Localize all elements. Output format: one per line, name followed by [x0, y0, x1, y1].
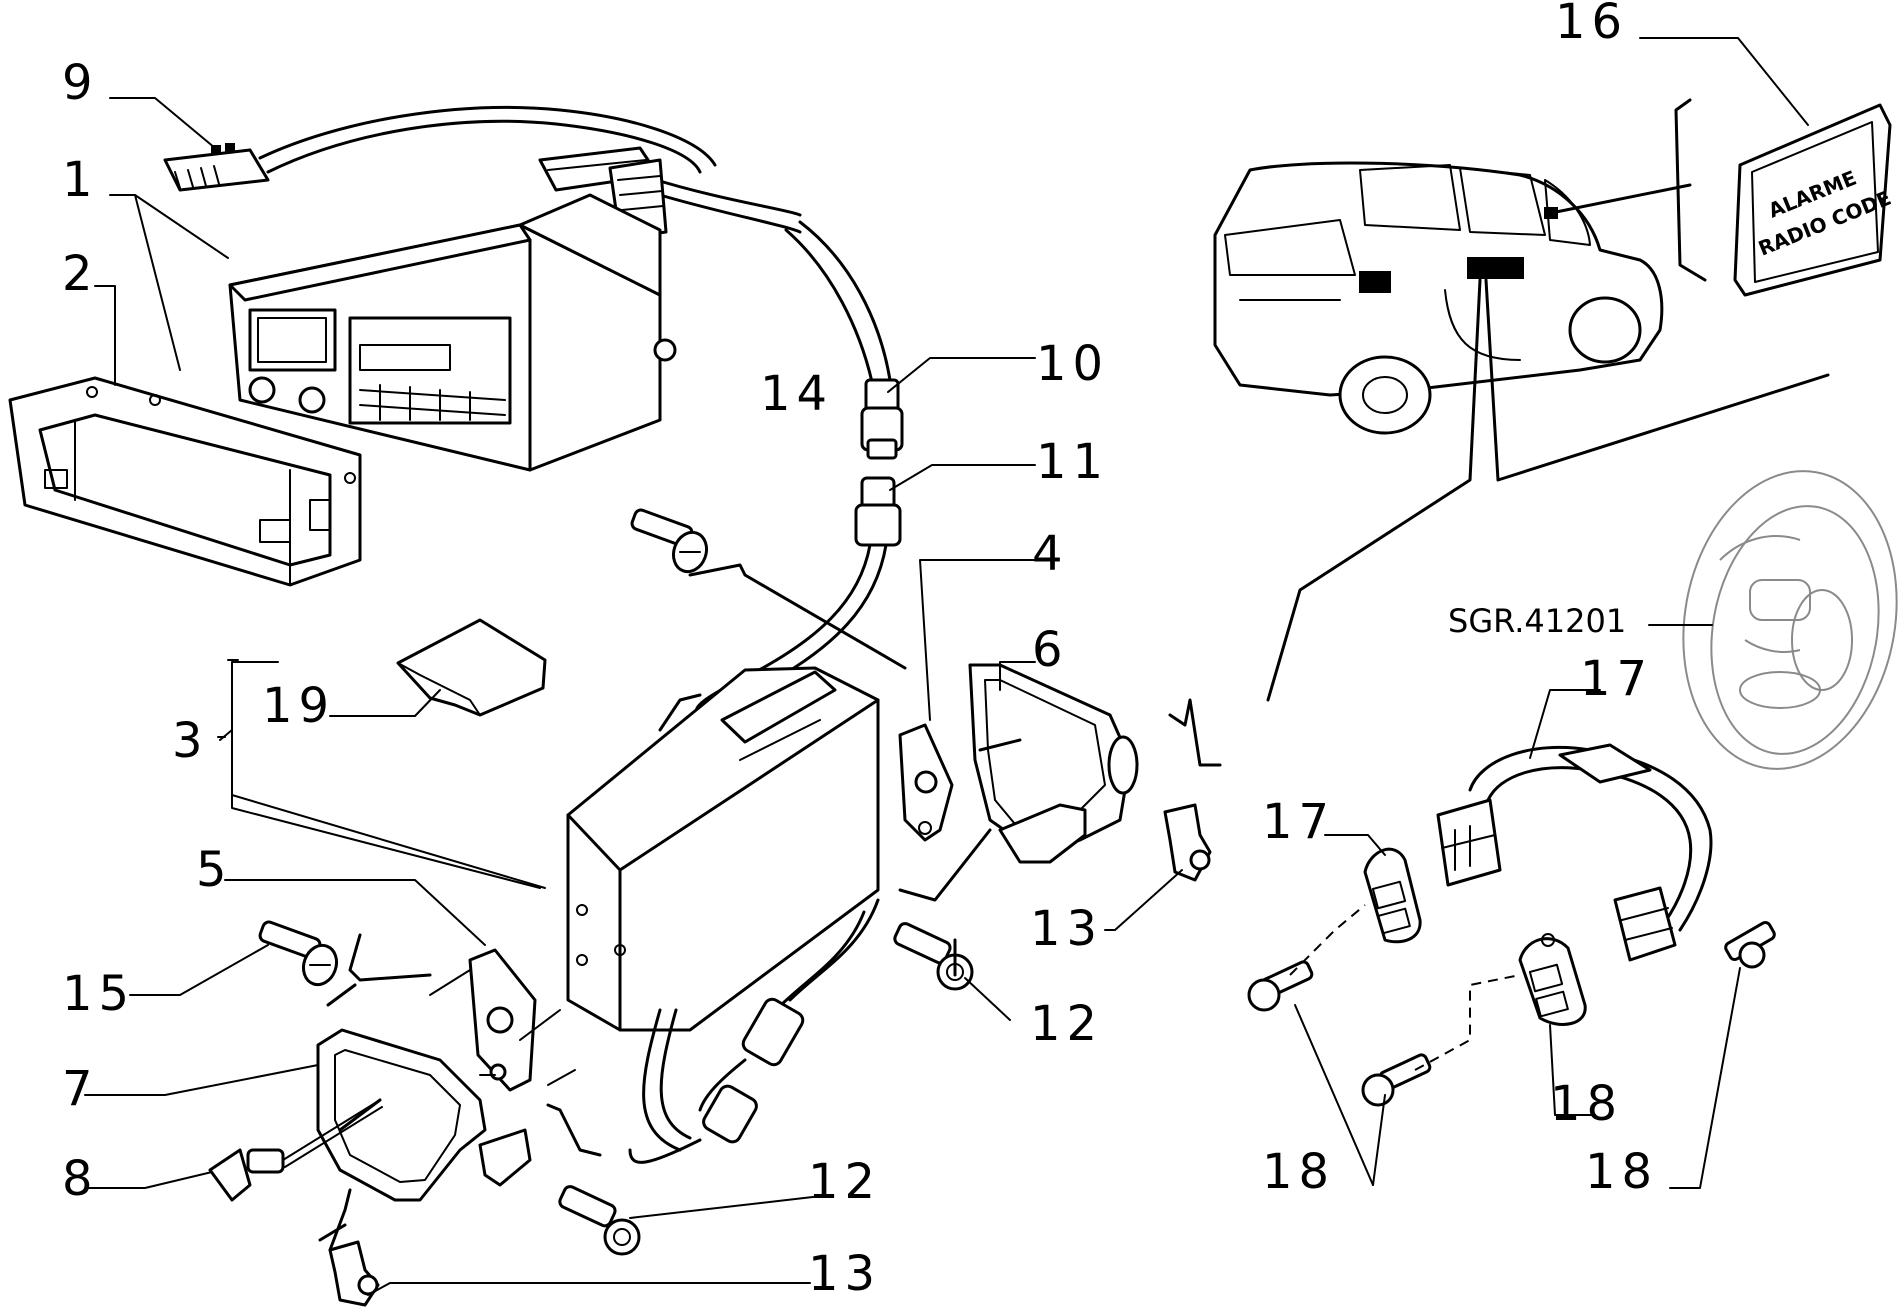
part-12-screw-bottom [558, 1185, 641, 1256]
callout-9: 9 [62, 55, 99, 111]
module-cable-connectors [628, 997, 805, 1164]
part-10-antenna-plug [860, 378, 904, 460]
callout-11: 11 [1036, 434, 1109, 490]
callout-17-upper: 17 [1262, 794, 1335, 850]
callout-3: 3 [172, 713, 209, 769]
callout-8: 8 [62, 1151, 99, 1207]
part-14-screw-top [630, 508, 709, 574]
callout-2: 2 [62, 246, 99, 302]
part-15-code-sticker: ALARME RADIO CODE [1733, 103, 1894, 297]
part-18-screw-right [1724, 921, 1776, 969]
callout-12-bottom: 12 [808, 1154, 881, 1210]
callout-3-bracket [219, 661, 541, 889]
part-2-mounting-cage [8, 376, 362, 587]
part-6-side-bracket [968, 663, 1139, 864]
callout-13-bottom: 13 [808, 1246, 881, 1302]
steering-wheel-outline [1682, 470, 1898, 770]
part-17-key-fob-upper [1363, 847, 1422, 944]
callout-leaders [84, 37, 1809, 1296]
part-13-clip-right [1163, 803, 1212, 882]
part-7-front-bracket [316, 1028, 532, 1202]
part-5-plate [468, 948, 537, 1092]
part-4-bracket-plate [898, 723, 954, 842]
callout-1: 1 [62, 152, 99, 208]
callout-10: 10 [1036, 336, 1109, 392]
callout-17-lower: 18 [1550, 1076, 1623, 1132]
part-12-screw-right [893, 922, 974, 991]
callout-14-left: 15 [62, 966, 135, 1022]
vehicle-detail-leaders [1266, 98, 1830, 702]
figure-reference: SGR.41201 [1448, 602, 1626, 640]
callout-14-top: 14 [760, 366, 833, 422]
callout-4: 4 [1032, 526, 1069, 582]
part-18-screw-left-lower [1361, 1053, 1432, 1107]
part-13-clip-bottom [328, 1240, 380, 1307]
callout-18-right: 18 [1585, 1144, 1658, 1200]
assembly-leaders [318, 563, 1222, 1252]
part-11-antenna-socket [694, 476, 902, 730]
callout-13-right: 13 [1030, 901, 1103, 957]
part-3-control-module [566, 666, 880, 1152]
vehicle-outline [1213, 161, 1664, 435]
part-9-connector [163, 143, 270, 192]
callout-16: 17 [1580, 651, 1653, 707]
fob-dashed-leaders [1289, 904, 1521, 1071]
part-14-screw-left [258, 920, 339, 987]
callout-15: 16 [1555, 0, 1628, 50]
callout-6: 6 [1032, 622, 1069, 678]
part-17-key-fob-lower [1518, 933, 1587, 1026]
part-1-radio-unit [228, 193, 677, 472]
callout-19: 19 [262, 678, 335, 734]
part-16-immobiliser-loop [1436, 743, 1713, 962]
part-8-thumb-screw [208, 1099, 383, 1202]
callout-numbers: 9 1 2 3 19 5 15 7 8 14 10 11 4 6 13 12 1… [62, 0, 1658, 1302]
callout-12-right: 12 [1030, 996, 1103, 1052]
part-19-pad [396, 618, 547, 717]
callout-5: 5 [196, 842, 233, 898]
wiring-harness-radio [258, 105, 892, 384]
callout-18-left: 18 [1262, 1144, 1335, 1200]
callout-7: 7 [62, 1061, 99, 1117]
part-18-screw-left-upper [1247, 960, 1314, 1012]
